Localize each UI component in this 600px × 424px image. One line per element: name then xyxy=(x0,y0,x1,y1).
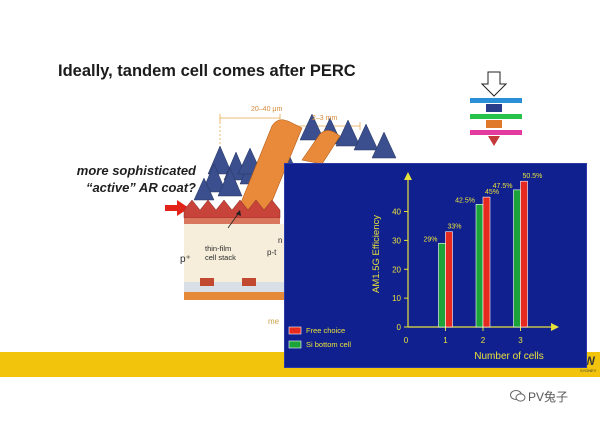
y-axis-title: AM1.5G Efficiency xyxy=(371,215,382,293)
data-label-si-bottom-cell: 42.5% xyxy=(455,197,475,204)
red-arrow-icon xyxy=(165,200,189,216)
label-thin-film-1: thin-film xyxy=(205,244,232,253)
y-tick-label: 0 xyxy=(397,323,402,332)
unsw-logo-sub: SYDNEY xyxy=(580,368,597,373)
dimension-label-top: 20–40 μm xyxy=(251,106,283,113)
bar-si-bottom-cell xyxy=(513,189,521,328)
callout-line-2: “active” AR coat? xyxy=(85,180,196,195)
x-tick-label: 1 xyxy=(443,336,448,345)
x-tick-label: 2 xyxy=(481,336,486,345)
legend-swatch-si-bottom-cell xyxy=(288,340,302,349)
y-tick-label: 20 xyxy=(392,265,401,274)
label-n: n xyxy=(278,236,283,245)
legend-label-free-choice: Free choice xyxy=(306,326,345,335)
y-tick-label: 10 xyxy=(392,294,401,303)
y-tick-label: 40 xyxy=(392,208,401,217)
data-label-si-bottom-cell: 29% xyxy=(423,236,437,243)
watermark-text: PV兔子 xyxy=(528,390,569,404)
dimension-label-right: 2–3 mm xyxy=(312,115,338,122)
label-metal: me xyxy=(268,317,280,326)
callout-line-1: more sophisticated xyxy=(76,163,196,178)
x-tick-label: 0 xyxy=(404,336,409,345)
legend-label-si-bottom-cell: Si bottom cell xyxy=(306,340,351,349)
data-label-free-choice: 33% xyxy=(448,224,462,231)
wechat-icon xyxy=(510,390,526,402)
bar-si-bottom-cell xyxy=(438,242,446,328)
ar-coat-callout: more sophisticated “active” AR coat? xyxy=(46,162,196,196)
slide-title: Ideally, tandem cell comes after PERC xyxy=(58,62,356,80)
y-axis-arrow xyxy=(404,172,412,180)
x-axis-arrow xyxy=(551,323,559,331)
x-axis-title: Number of cells xyxy=(474,351,543,362)
y-tick-label: 30 xyxy=(392,236,401,245)
label-p-type: p-t xyxy=(267,248,277,257)
bar-free-choice xyxy=(482,196,491,328)
data-label-free-choice: 50.5% xyxy=(523,173,543,180)
data-label-si-bottom-cell: 47.5% xyxy=(493,183,513,190)
bar-si-bottom-cell xyxy=(475,204,484,328)
bar-free-choice xyxy=(520,180,528,328)
label-thin-film-2: cell stack xyxy=(205,253,236,262)
label-p-plus: p⁺ xyxy=(180,254,191,265)
bar-free-choice xyxy=(445,231,453,328)
legend-swatch-free-choice xyxy=(288,326,302,335)
data-label-free-choice: 45% xyxy=(485,189,499,196)
x-tick-label: 3 xyxy=(518,336,523,345)
spectrum-split-icon xyxy=(470,71,522,146)
cell-cross-section-illustration xyxy=(183,113,397,300)
